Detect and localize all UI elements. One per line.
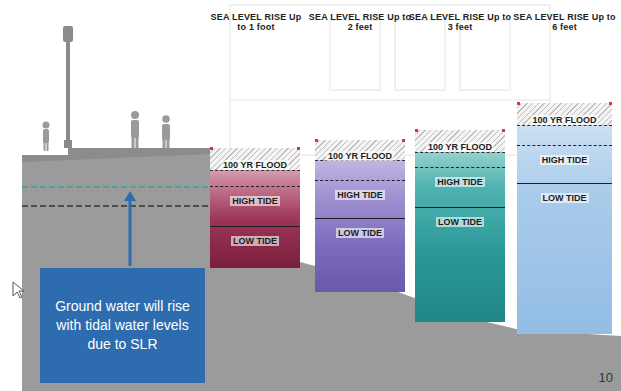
low-tide-line [517,183,612,184]
page-number: 10 [599,370,613,385]
corner-dot [609,102,612,105]
low-tide-label: LOW TIDE [336,228,384,238]
flood-line [517,125,612,126]
water-column: SEA LEVEL RISE Up to 1 foot100 YR FLOODH… [210,148,300,268]
groundwater-line [22,186,210,188]
flood-label: 100 YR FLOOD [221,160,289,170]
people [43,111,171,151]
corner-dot [210,147,213,150]
low-tide-label: LOW TIDE [541,193,589,203]
water-column: SEA LEVEL RISE Up to 3 feet100 YR FLOODH… [415,130,505,322]
low-tide-label: LOW TIDE [231,236,279,246]
water-column: SEA LEVEL RISE Up to 6 feet100 YR FLOODH… [517,103,612,334]
low-tide-line [415,207,505,208]
flood-line [415,152,505,153]
corner-dot [502,129,505,132]
corner-dot [415,129,418,132]
column-header: SEA LEVEL RISE Up to 3 feet [408,12,512,32]
label-row: LOW TIDE [517,187,612,205]
low-tide-line [315,218,405,219]
label-row: HIGH TIDE [315,184,405,202]
column-header: SEA LEVEL RISE Up to 2 feet [308,12,412,32]
callout-box: Ground water will rise with tidal water … [40,268,205,383]
flood-line [210,170,300,171]
high-tide-label: HIGH TIDE [335,190,385,200]
high-tide-label: HIGH TIDE [230,196,280,206]
flood-label: 100 YR FLOOD [326,151,394,161]
corner-dot [315,139,318,142]
building-watermark [230,5,550,155]
high-tide-line [517,145,612,146]
corner-dot [297,147,300,150]
flood-label: 100 YR FLOOD [426,142,494,152]
label-row: HIGH TIDE [415,171,505,189]
label-row: HIGH TIDE [210,190,300,208]
label-row: LOW TIDE [210,230,300,248]
water-column: SEA LEVEL RISE Up to 2 feet100 YR FLOODH… [315,140,405,292]
high-tide-line [315,180,405,181]
label-row: 100 YR FLOOD [315,145,405,163]
label-row: LOW TIDE [415,211,505,229]
high-tide-line [415,167,505,168]
arrow-head [124,191,136,201]
lamp-post [63,26,73,148]
high-tide-label: HIGH TIDE [540,155,590,165]
corner-dot [402,139,405,142]
label-row: LOW TIDE [315,222,405,240]
label-row: HIGH TIDE [517,149,612,167]
high-tide-line [210,186,300,187]
groundwater-line [22,205,210,207]
high-tide-label: HIGH TIDE [435,177,485,187]
corner-dot [517,102,520,105]
low-tide-line [210,226,300,227]
label-row: 100 YR FLOOD [415,136,505,154]
callout-arrow [129,200,132,266]
label-row: 100 YR FLOOD [210,154,300,172]
label-row: 100 YR FLOOD [517,109,612,127]
column-header: SEA LEVEL RISE Up to 6 feet [512,12,617,32]
callout-text: Ground water will rise with tidal water … [48,297,197,354]
column-header: SEA LEVEL RISE Up to 1 foot [206,12,306,32]
flood-label: 100 YR FLOOD [531,115,599,125]
low-tide-label: LOW TIDE [436,217,484,227]
cursor-icon [13,282,24,298]
sidewalk [22,148,210,162]
